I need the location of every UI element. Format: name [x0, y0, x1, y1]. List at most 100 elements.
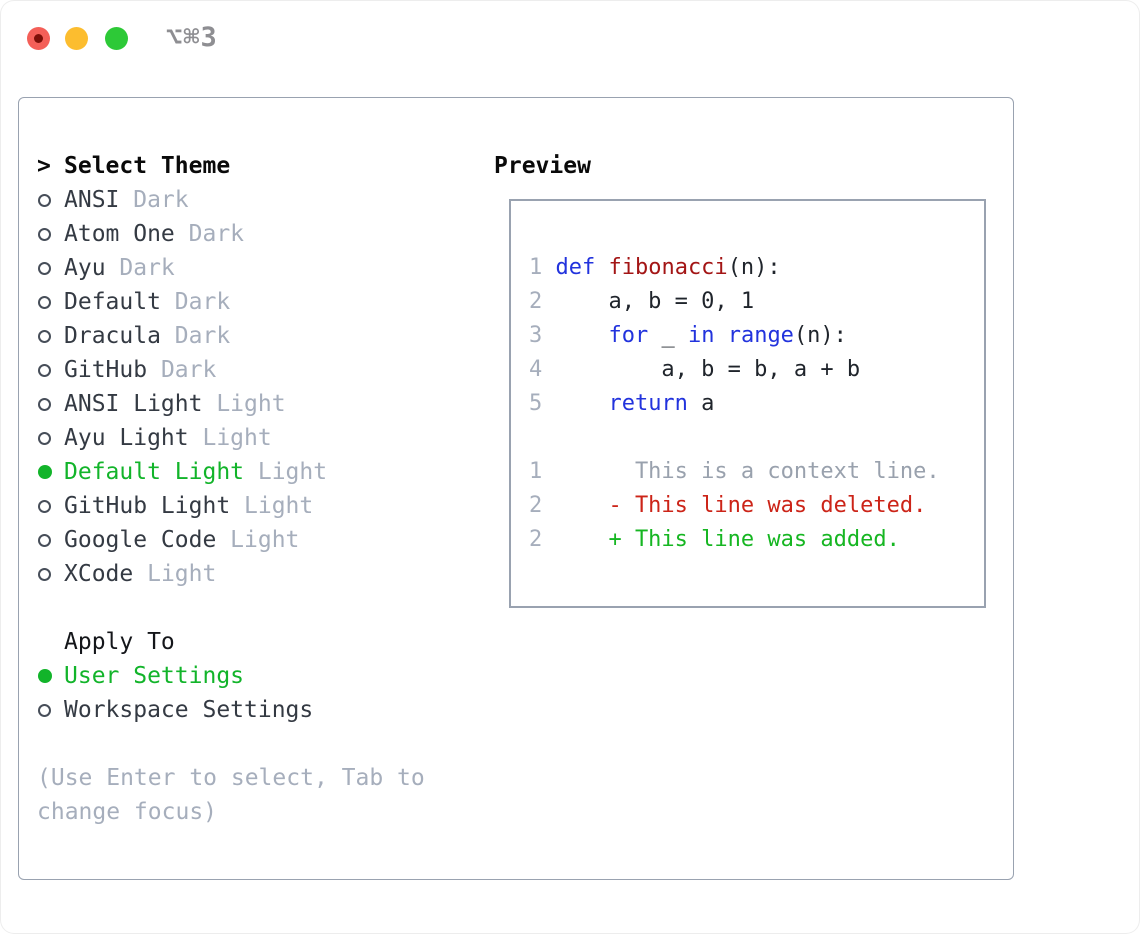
prompt-caret-icon: >	[37, 153, 51, 179]
close-button[interactable]	[27, 27, 50, 50]
radio-cell	[37, 227, 64, 241]
theme-name: Default	[64, 289, 161, 315]
code-line: 4 a, b = b, a + b	[529, 353, 984, 387]
theme-name: ANSI Light	[64, 391, 203, 417]
code-token: return	[608, 391, 688, 416]
theme-name: GitHub	[64, 357, 148, 383]
theme-variant: Dark	[119, 255, 175, 281]
diff-line-context: 1 This is a context line.	[529, 455, 984, 489]
theme-option-ayu-light[interactable]: Ayu Light Light	[37, 421, 487, 455]
diff-text: + This line was added.	[555, 527, 900, 552]
radio-cell	[37, 193, 64, 207]
theme-name: GitHub Light	[64, 493, 231, 519]
radio-icon	[38, 261, 51, 275]
preview-title: Preview	[494, 153, 591, 179]
line-number: 5	[529, 391, 543, 416]
radio-cell	[37, 533, 64, 547]
theme-name: XCode	[64, 561, 134, 587]
apply-to-title: Apply To	[64, 629, 175, 655]
theme-variant: Light	[216, 391, 286, 417]
diff-line-deleted: 2 - This line was deleted.	[529, 489, 984, 523]
select-theme-header: > Select Theme	[37, 149, 487, 183]
theme-name: Ayu Light	[64, 425, 189, 451]
apply-option-user-settings[interactable]: User Settings	[37, 659, 487, 693]
radio-icon	[38, 295, 51, 309]
close-dot-icon	[34, 34, 43, 43]
radio-cell	[37, 567, 64, 581]
window-shortcut-label: ⌥⌘3	[166, 22, 218, 53]
minimize-button[interactable]	[65, 27, 88, 50]
line-number: 2	[529, 289, 543, 314]
radio-icon	[38, 567, 51, 581]
spacer	[37, 727, 487, 761]
diff-text: - This line was deleted.	[555, 493, 927, 518]
code-token: in	[687, 323, 715, 348]
line-number: 1	[529, 255, 543, 280]
theme-option-github[interactable]: GitHub Dark	[37, 353, 487, 387]
theme-option-default-light[interactable]: Default Light Light	[37, 455, 487, 489]
radio-cell	[37, 499, 64, 513]
code-token: _	[648, 323, 688, 348]
theme-variant: Light	[147, 561, 217, 587]
code-line: 3 for _ in range(n):	[529, 319, 984, 353]
code-token: range	[727, 323, 794, 348]
diff-sample: 1 This is a context line.2 - This line w…	[529, 455, 984, 557]
theme-option-google-code[interactable]: Google Code Light	[37, 523, 487, 557]
theme-option-default[interactable]: Default Dark	[37, 285, 487, 319]
apply-option-label: Workspace Settings	[64, 697, 314, 723]
radio-selected-icon	[38, 465, 52, 479]
theme-variant: Dark	[174, 289, 231, 315]
line-number: 2	[529, 493, 543, 518]
code-line: 2 a, b = 0, 1	[529, 285, 984, 319]
maximize-button[interactable]	[105, 27, 128, 50]
theme-option-ansi-light[interactable]: ANSI Light Light	[37, 387, 487, 421]
select-theme-title: Select Theme	[64, 153, 231, 179]
radio-icon	[38, 703, 51, 717]
theme-variant: Dark	[188, 221, 245, 247]
theme-variant: Light	[230, 527, 300, 553]
code-token	[595, 255, 608, 280]
radio-cell	[37, 397, 64, 411]
theme-variant: Light	[257, 459, 328, 485]
theme-variant: Light	[202, 425, 272, 451]
theme-variant: Dark	[160, 357, 217, 383]
radio-selected-icon	[38, 669, 52, 683]
code-line: 5 return a	[529, 387, 984, 421]
code-token: a	[687, 391, 715, 416]
apply-option-label: User Settings	[64, 663, 245, 689]
line-number: 2	[529, 527, 543, 552]
radio-icon	[38, 431, 51, 445]
theme-name: Google Code	[64, 527, 217, 553]
radio-cell	[37, 295, 64, 309]
radio-cell	[37, 431, 64, 445]
apply-to-header: Apply To	[37, 625, 487, 659]
code-token	[555, 391, 608, 416]
radio-cell	[37, 261, 64, 275]
code-token: (n):	[793, 323, 847, 348]
spacer	[37, 591, 487, 625]
theme-option-xcode[interactable]: XCode Light	[37, 557, 487, 591]
theme-name: Default Light	[64, 459, 245, 485]
theme-name: ANSI	[64, 187, 120, 213]
hint-text: (Use Enter to select, Tab to change focu…	[37, 765, 425, 825]
blank-line	[529, 421, 984, 455]
radio-cell	[37, 329, 64, 343]
radio-cell	[37, 465, 64, 479]
radio-icon	[38, 499, 51, 513]
code-token: def	[555, 255, 596, 280]
theme-variant: Dark	[174, 323, 231, 349]
apply-option-workspace-settings[interactable]: Workspace Settings	[37, 693, 487, 727]
diff-text: This is a context line.	[555, 459, 940, 484]
code-token: a, b = 0, 1	[555, 289, 755, 314]
